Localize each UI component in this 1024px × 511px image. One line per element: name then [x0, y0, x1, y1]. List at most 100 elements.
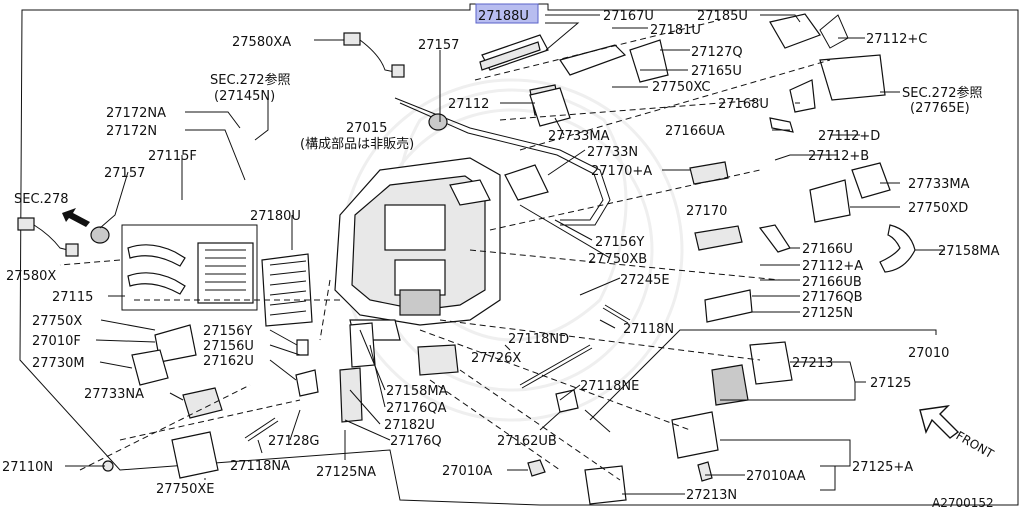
label-27118na[interactable]: 27118NA — [230, 459, 290, 474]
label-27110n[interactable]: 27110N — [2, 460, 53, 475]
label-sec272-b-line1[interactable]: SEC.272参照 — [902, 85, 983, 101]
part-highlight-27188u — [475, 3, 539, 24]
label-27162u[interactable]: 27162U — [203, 354, 254, 369]
bolt-27010aa — [697, 461, 713, 482]
label-27172na[interactable]: 27172NA — [106, 106, 166, 121]
label-27180u[interactable]: 27180U — [250, 209, 301, 224]
label-27127q[interactable]: 27127Q — [691, 45, 743, 60]
label-27118nd[interactable]: 27118ND — [508, 332, 569, 347]
leader-lines — [65, 14, 945, 495]
label-27733na[interactable]: 27733NA — [84, 387, 144, 402]
label-27170-a[interactable]: 27170+A — [591, 164, 652, 179]
label-27213n[interactable]: 27213N — [686, 488, 737, 503]
label-27010aa[interactable]: 27010AA — [746, 469, 806, 484]
label-27010a[interactable]: 27010A — [442, 464, 492, 479]
label-27188u[interactable]: 27188U — [478, 9, 529, 24]
label-27157-top[interactable]: 27157 — [418, 38, 459, 53]
label-sec272-b-line2[interactable]: (27765E) — [910, 101, 970, 116]
label-27125n[interactable]: 27125N — [802, 306, 853, 321]
label-27158ma-mid[interactable]: 27158MA — [386, 384, 448, 399]
label-27125[interactable]: 27125 — [870, 376, 911, 391]
harness-27580x — [17, 217, 79, 257]
heater-core — [197, 242, 254, 304]
label-27750x[interactable]: 27750X — [32, 314, 82, 329]
label-27010f[interactable]: 27010F — [32, 334, 81, 349]
label-27750xe[interactable]: 27750XE — [156, 482, 214, 497]
label-27156u[interactable]: 27156U — [203, 339, 254, 354]
label-sec272-a-line1[interactable]: SEC.272参照 — [210, 72, 291, 88]
label-27733ma-right[interactable]: 27733MA — [908, 177, 970, 192]
label-27158ma-right[interactable]: 27158MA — [938, 244, 1000, 259]
label-27125na[interactable]: 27125NA — [316, 465, 376, 480]
bracket-27750xd — [809, 179, 851, 223]
label-27015[interactable]: 27015 — [346, 121, 387, 136]
label-27176qb[interactable]: 27176QB — [802, 290, 863, 305]
label-27580x[interactable]: 27580X — [6, 269, 56, 284]
actuator-27733n — [504, 164, 549, 201]
label-27730m[interactable]: 27730M — [32, 356, 85, 371]
label-27181u[interactable]: 27181U — [650, 23, 701, 38]
label-27112-c[interactable]: 27112+C — [866, 32, 927, 47]
arrow-to-sec278 — [62, 208, 90, 227]
label-27162ub[interactable]: 27162UB — [497, 434, 557, 449]
lever-27166u — [758, 224, 791, 253]
label-27010[interactable]: 27010 — [908, 346, 949, 361]
label-27166ub[interactable]: 27166UB — [802, 275, 862, 290]
bolt-27010a — [527, 459, 546, 477]
label-27733n[interactable]: 27733N — [587, 145, 638, 160]
label-27118ne[interactable]: 27118NE — [580, 379, 639, 394]
label-27156y-left[interactable]: 27156Y — [203, 324, 252, 339]
mode-door-actuator — [479, 34, 549, 71]
label-27176q[interactable]: 27176Q — [390, 434, 442, 449]
label-27750xc[interactable]: 27750XC — [652, 80, 710, 95]
label-27580xa[interactable]: 27580XA — [232, 35, 291, 50]
motor-27730m — [131, 349, 169, 386]
label-27112[interactable]: 27112 — [448, 97, 489, 112]
label-27156y-top[interactable]: 27156Y — [595, 235, 644, 250]
cable-27157 — [394, 97, 611, 226]
seal-27182u — [339, 367, 363, 423]
label-27185u[interactable]: 27185U — [697, 9, 748, 24]
label-27750xd[interactable]: 27750XD — [908, 201, 968, 216]
label-sec278[interactable]: SEC.278 — [14, 192, 69, 207]
label-27245e[interactable]: 27245E — [620, 273, 670, 288]
label-27166ua[interactable]: 27166UA — [665, 124, 725, 139]
label-27112-d[interactable]: 27112+D — [818, 129, 880, 144]
label-27750xb[interactable]: 27750XB — [588, 252, 647, 267]
rod-27118na — [244, 417, 279, 442]
seal-27176qa — [349, 322, 376, 368]
label-27112-a[interactable]: 27112+A — [802, 259, 863, 274]
label-27168u[interactable]: 27168U — [718, 97, 769, 112]
lever-27166ua — [769, 117, 794, 133]
label-27166u[interactable]: 27166U — [802, 242, 853, 257]
label-27170[interactable]: 27170 — [686, 204, 727, 219]
label-27015-note[interactable]: (構成部品は非販売) — [300, 136, 414, 152]
front-direction-arrow: FRONT — [919, 405, 997, 461]
label-27157-left[interactable]: 27157 — [104, 166, 145, 181]
bracket-27185u — [769, 13, 821, 49]
label-27172n[interactable]: 27172N — [106, 124, 157, 139]
pad-27158ma-mid — [417, 344, 459, 376]
seal-27170a — [689, 161, 729, 185]
label-27165u[interactable]: 27165U — [691, 64, 742, 79]
label-27128g[interactable]: 27128G — [268, 434, 319, 449]
assembly-boundary — [19, 3, 1019, 506]
duct-27213n — [584, 465, 627, 505]
label-27726x[interactable]: 27726X — [471, 351, 521, 366]
label-27176qa[interactable]: 27176QA — [386, 401, 447, 416]
seal-27170 — [694, 225, 743, 251]
label-27733ma-top[interactable]: 27733MA — [548, 129, 610, 144]
label-27125-a[interactable]: 27125+A — [852, 460, 913, 475]
label-27115[interactable]: 27115 — [52, 290, 93, 305]
rod-27118nd — [519, 344, 593, 389]
label-sec272-a-line2[interactable]: (27145N) — [214, 89, 275, 104]
label-27182u[interactable]: 27182U — [384, 418, 435, 433]
air-filter — [261, 253, 313, 327]
bracket-27750xe — [171, 431, 219, 479]
label-27167u[interactable]: 27167U — [603, 9, 654, 24]
label-27118n[interactable]: 27118N — [623, 322, 674, 337]
label-27112-b[interactable]: 27112+B — [808, 149, 869, 164]
plate-27158ma-right — [879, 224, 916, 273]
label-27115f[interactable]: 27115F — [148, 149, 197, 164]
label-27213-top[interactable]: 27213 — [792, 356, 833, 371]
